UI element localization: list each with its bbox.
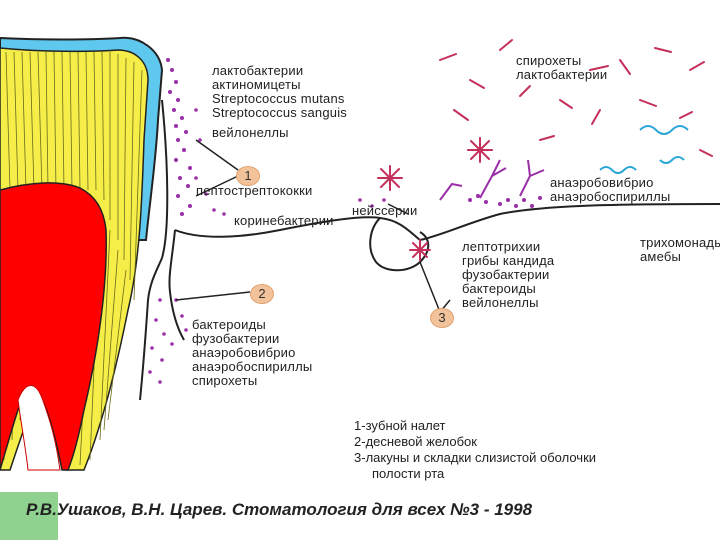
legend-row-3: 3-лакуны и складки слизистой оболочки (354, 450, 596, 465)
legend-text: полости рта (372, 466, 445, 481)
root-canal (17, 385, 61, 471)
label-strep-mutans: Streptococcus mutans (212, 91, 345, 106)
label-anaerobovibrio-2: анаэробовибрио (192, 345, 296, 360)
label-actinomycetes: актиномицеты (212, 77, 301, 92)
legend-text: -лакуны и складки слизистой оболочки (361, 450, 597, 465)
label-strep-sanguis: Streptococcus sanguis (212, 105, 347, 120)
label-anaerobospirilla: анаэробоспириллы (550, 189, 671, 204)
label-group-sulcus: бактероиды фузобактерии анаэробовибрио а… (192, 318, 312, 388)
legend-text: -зубной налет (361, 418, 446, 433)
label-bacteroides-2: бактероиды (462, 281, 536, 296)
label-lactobacteria: лактобактерии (212, 63, 304, 78)
label-anaerobospirilla-2: анаэробоспириллы (192, 359, 313, 374)
marker-2: 2 (250, 284, 274, 304)
legend-row-1: 1-зубной налет (354, 418, 446, 433)
label-group-trichomonas: трихомонады амебы (640, 236, 720, 264)
accent-block (0, 492, 58, 540)
label-veillonella: вейлонеллы (212, 125, 289, 140)
label-peptostreptococci: пептострептококки (196, 183, 313, 198)
branching-filaments (439, 159, 545, 201)
label-spirochetes: спирохеты (516, 53, 582, 68)
gingiva-outline (139, 99, 720, 401)
label-leptotrichia: лептотрихии (462, 239, 541, 254)
label-neisseria: нейссерии (352, 203, 418, 218)
mucosa-fold (369, 217, 430, 272)
legend-text: -десневой желобок (361, 434, 477, 449)
legend-row-2: 2-десневой желобок (354, 434, 477, 449)
label-candida: грибы кандида (462, 253, 555, 268)
legend-num: 2 (354, 434, 362, 449)
label-fusobacteria: фузобактерии (192, 331, 280, 346)
label-bacteroides: бактероиды (192, 317, 266, 332)
label-anaerobovibrio: анаэробовибрио (550, 175, 654, 190)
label-lactobacteria-2: лактобактерии (516, 67, 608, 82)
fungi-stars (377, 137, 493, 261)
label-corynebacteria: коринебактерии (234, 213, 334, 228)
legend-num: 1 (354, 418, 362, 433)
label-amoebae: амебы (640, 249, 682, 264)
plaque-bacteria (148, 58, 542, 384)
legend-row-4: полости рта (372, 466, 444, 481)
label-group-anaerobes: анаэробовибрио анаэробоспириллы (550, 176, 670, 204)
label-spirochetes-2: спирохеты (192, 373, 258, 388)
label-group-top-left: лактобактерии актиномицеты Streptococcus… (212, 64, 347, 140)
marker-3: 3 (430, 308, 454, 328)
marker-1: 1 (236, 166, 260, 186)
label-group-top-right: спирохеты лактобактерии (516, 54, 607, 82)
spirochetes-blue (599, 125, 689, 174)
label-group-lacunae: лептотрихии грибы кандида фузобактерии б… (462, 240, 554, 310)
spirochetes-scatter (439, 39, 713, 157)
citation: Р.В.Ушаков, В.Н. Царев. Стоматология для… (26, 500, 533, 519)
label-fusobacteria-2: фузобактерии (462, 267, 550, 282)
label-trichomonas: трихомонады (640, 236, 720, 250)
label-veillonella-2: вейлонеллы (462, 295, 539, 310)
legend-num: 3 (354, 450, 362, 465)
